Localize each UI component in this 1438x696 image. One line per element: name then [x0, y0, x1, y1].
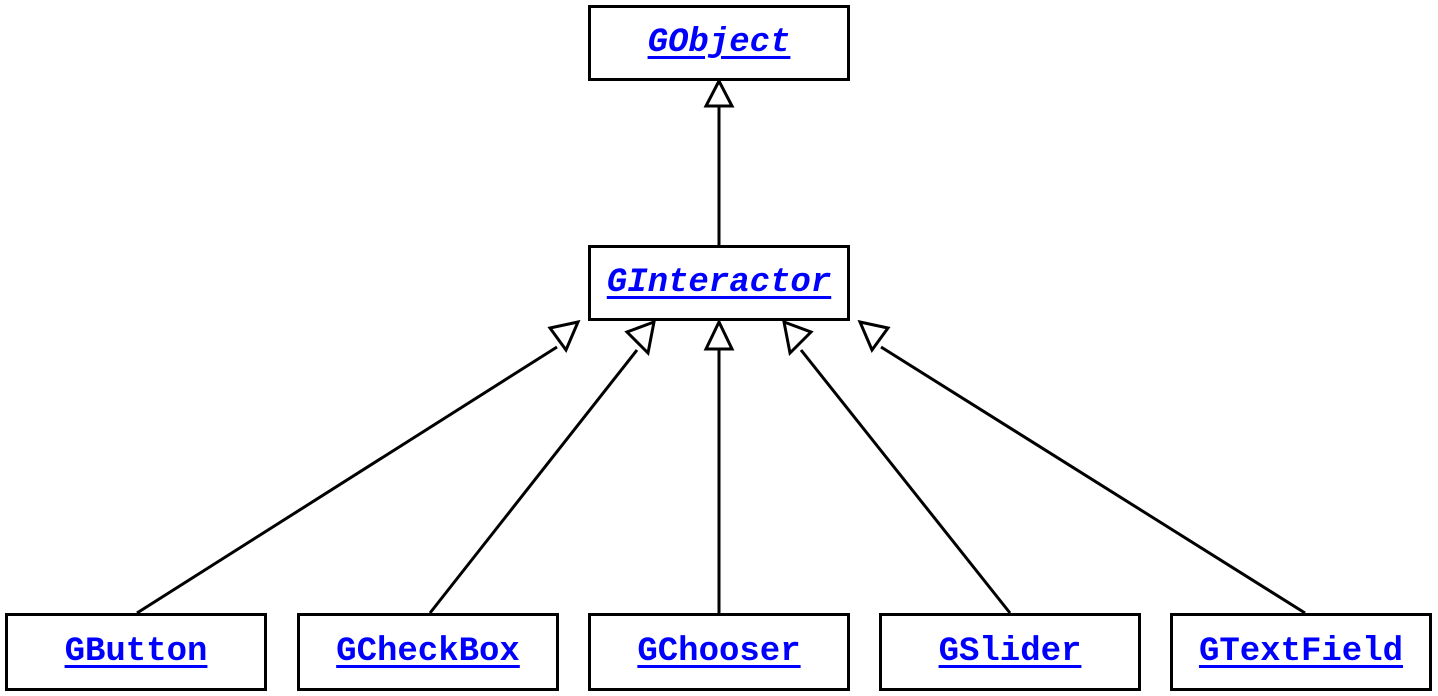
class-name-gtextfield: GTextField — [1198, 633, 1404, 671]
class-name-gcheckbox: GCheckBox — [336, 633, 520, 671]
class-box-ginteractor[interactable]: GInteractor — [588, 245, 850, 321]
edge-ginteractor-to-gobject — [703, 77, 735, 245]
edge-gslider-to-ginteractor — [782, 319, 1012, 614]
class-box-gbutton[interactable]: GButton — [5, 613, 267, 691]
class-box-gchooser[interactable]: GChooser — [588, 613, 850, 691]
class-name-ginteractor: GInteractor — [606, 264, 832, 302]
class-name-gchooser: GChooser — [637, 633, 801, 671]
class-name-gobject: GObject — [647, 24, 791, 62]
class-box-gobject[interactable]: GObject — [588, 5, 850, 81]
class-name-gbutton: GButton — [64, 633, 208, 671]
class-box-gslider[interactable]: GSlider — [879, 613, 1141, 691]
edge-gcheckbox-to-ginteractor — [428, 319, 656, 614]
class-box-gcheckbox[interactable]: GCheckBox — [297, 613, 559, 691]
edge-gchooser-to-ginteractor — [703, 318, 735, 613]
class-box-gtextfield[interactable]: GTextField — [1170, 613, 1432, 691]
edge-gbutton-to-ginteractor — [136, 319, 581, 615]
class-name-gslider: GSlider — [938, 633, 1082, 671]
edge-gtextfield-to-ginteractor — [857, 319, 1306, 615]
